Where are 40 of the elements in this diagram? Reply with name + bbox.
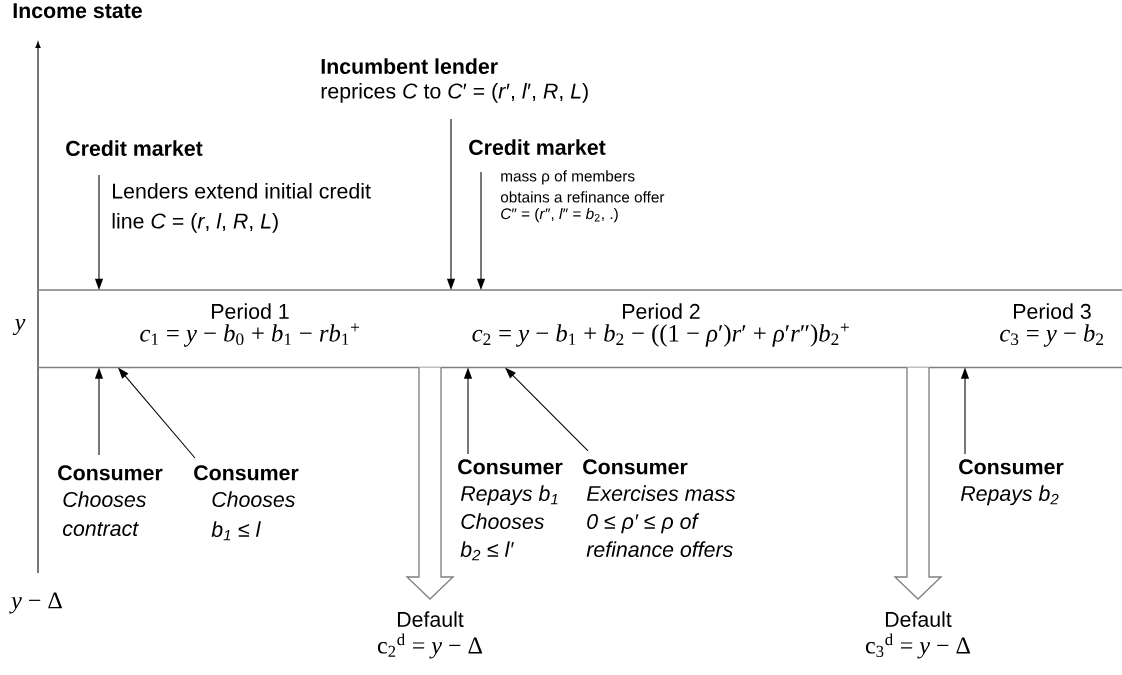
period-label: Period 3: [1014, 303, 1091, 319]
block-arrow: [893, 366, 943, 600]
arrow: [118, 367, 196, 459]
arrow: [94, 174, 104, 290]
description-text: Exercises mass 0 ≤ ρ′ ≤ ρ of refinance offers: [586, 485, 736, 558]
heading-text: Consumer: [194, 465, 299, 481]
formula-text: C″ = (r″, l″ = b$_{2}$, .): [501, 207, 618, 223]
period-label: Period 2: [623, 303, 700, 319]
heading-text: Consumer: [959, 459, 1064, 475]
axis-value: y − Δ: [9, 592, 62, 614]
description-text: Chooses b$_{1}$ ≤ l: [211, 491, 295, 541]
description-text: Repays b$_{1}$ Chooses b$_{2}$ ≤ l′: [460, 485, 558, 561]
outcome-label: Default: [885, 611, 952, 627]
heading-text: Incumbent lender: [321, 58, 498, 74]
heading-text: Consumer: [583, 459, 688, 475]
arrow: [476, 171, 486, 290]
arrow: [505, 367, 589, 452]
heading-text: Consumer: [458, 459, 563, 475]
arrow: [463, 367, 473, 455]
arrow: [446, 118, 456, 290]
axis-title: Income state: [13, 3, 142, 19]
period-label: Period 1: [212, 303, 289, 319]
arrow: [94, 367, 104, 456]
description-text: Chooses contract: [62, 491, 146, 537]
band: [37, 289, 1122, 369]
heading-text: Consumer: [58, 465, 163, 481]
formula-text: c$_{3}$$^{d}$ = y − Δ: [865, 633, 971, 659]
formula-text: c$_{2}$ = y − b$_{1}$ + b$_{2}$ − ((1 − ρ′)r′ + ρ′r″)b$_{2}$+: [472, 323, 849, 347]
formula-text: c$_{2}$$^{d}$ = y − Δ: [377, 633, 483, 659]
description-text: reprices C to C′ = (r′, l′, R, L): [321, 82, 588, 103]
heading-text: Credit market: [469, 139, 606, 155]
outcome-label: Default: [397, 611, 464, 627]
heading-text: Credit market: [66, 140, 203, 156]
formula-text: c$_{3}$ = y − b$_{2}$: [1000, 324, 1104, 347]
axis-value: y: [12, 318, 26, 336]
block-arrow: [405, 366, 455, 600]
description-text: Lenders extend initial credit line C = (r, l, R, L): [112, 182, 371, 233]
formula-text: c$_{1}$ = y − b$_{0}$ + b$_{1}$ − rb$_{1}$+: [140, 323, 360, 347]
arrow: [960, 367, 970, 455]
description-text: Repays b$_{2}$: [960, 485, 1059, 506]
